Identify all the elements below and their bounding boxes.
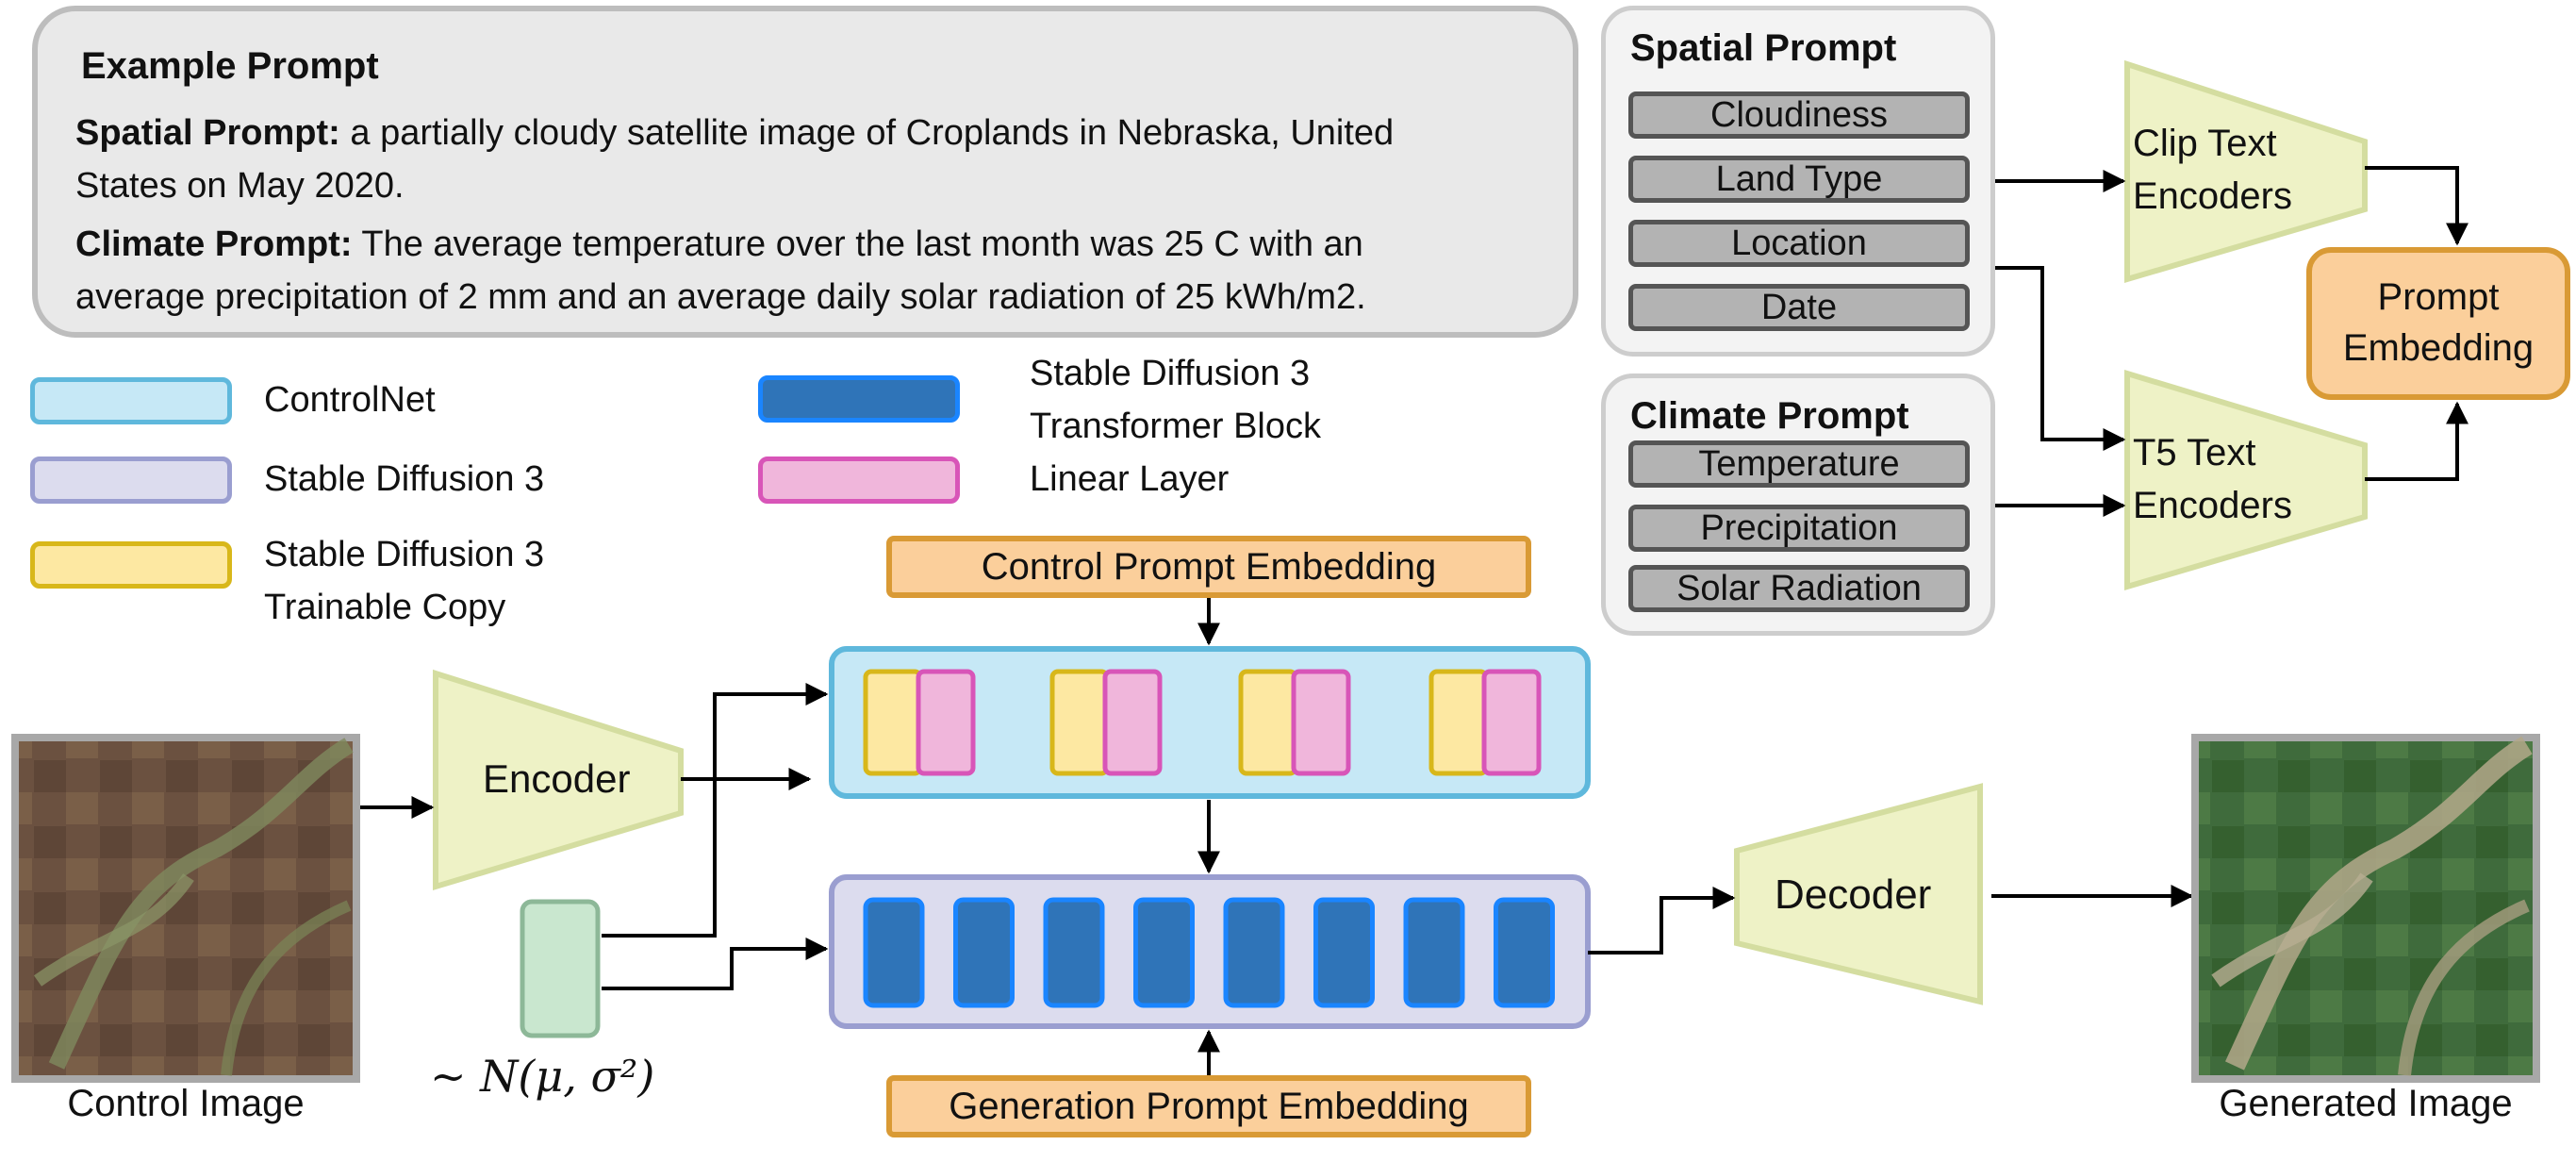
example-spatial-prompt: Spatial Prompt: a partially cloudy satel… <box>75 107 1535 212</box>
generation-prompt-embedding: Generation Prompt Embedding <box>886 1075 1531 1137</box>
arrow-t5-to-embedding <box>2365 401 2469 481</box>
arrow-location-to-t5 <box>1991 266 2126 451</box>
legend-linear-layer-swatch <box>758 456 960 504</box>
legend-sd3-label: Stable Diffusion 3 <box>264 459 545 499</box>
trainable-copy-block-3 <box>1238 669 1298 776</box>
transformer-block-6 <box>1313 897 1375 1008</box>
example-spatial-label: Spatial Prompt: <box>75 113 340 153</box>
trainable-copy-block-1 <box>863 669 923 776</box>
linear-layer-block-2 <box>1102 669 1163 776</box>
decoder-label: Decoder <box>1775 872 1932 918</box>
spatial-item-date: Date <box>1628 284 1970 331</box>
t5-text-encoder-shape <box>2124 369 2368 591</box>
control-prompt-embedding: Control Prompt Embedding <box>886 536 1531 598</box>
spatial-item-location: Location <box>1628 220 1970 267</box>
climate-item-precipitation: Precipitation <box>1628 505 1970 552</box>
transformer-block-2 <box>953 897 1015 1008</box>
arrow-clip-to-embedding <box>2365 166 2469 246</box>
linear-layer-block-3 <box>1291 669 1351 776</box>
linear-layer-block-1 <box>916 669 976 776</box>
transformer-block-8 <box>1494 897 1555 1008</box>
legend-transformer-block-swatch <box>758 375 960 423</box>
trainable-copy-block-2 <box>1049 669 1110 776</box>
noise-distribution-label: ~ N(μ, σ²) <box>430 1051 655 1102</box>
transformer-block-7 <box>1403 897 1465 1008</box>
noise-latent <box>520 899 601 1038</box>
controlnet-block <box>829 646 1591 799</box>
encoder-shape <box>433 669 684 891</box>
arrow-noise-to-sd3 <box>602 938 829 990</box>
spatial-prompt-group: Spatial Prompt Cloudiness Land Type Loca… <box>1601 6 1995 357</box>
example-climate-text-2: average precipitation of 2 mm and an ave… <box>75 277 1366 317</box>
arrow-sd3-to-decoder <box>1588 887 1736 954</box>
control-image <box>11 734 360 1083</box>
legend-sd3-trainable-copy-swatch <box>30 541 232 589</box>
legend-sd3-swatch <box>30 456 232 504</box>
legend-controlnet-swatch <box>30 377 232 424</box>
transformer-block-5 <box>1223 897 1285 1008</box>
decoder-shape <box>1734 783 1983 1005</box>
generated-image <box>2191 734 2540 1083</box>
example-climate-text-1: The average temperature over the last mo… <box>361 224 1363 264</box>
spatial-item-cloudiness: Cloudiness <box>1628 91 1970 139</box>
control-image-caption: Control Image <box>67 1083 305 1124</box>
legend-linear-layer-label: Linear Layer <box>1030 459 1230 499</box>
trainable-copy-block-4 <box>1428 669 1489 776</box>
clip-text-encoder-shape <box>2124 59 2368 284</box>
transformer-block-1 <box>863 897 925 1008</box>
spatial-prompt-title: Spatial Prompt <box>1630 27 1897 69</box>
climate-prompt-title: Climate Prompt <box>1630 395 1909 437</box>
transformer-block-3 <box>1043 897 1105 1008</box>
example-climate-label: Climate Prompt: <box>75 224 353 264</box>
arrow-noise-to-controlnet <box>602 683 829 938</box>
climate-prompt-group: Climate Prompt Temperature Precipitation… <box>1601 374 1995 636</box>
transformer-block-4 <box>1133 897 1195 1008</box>
climate-item-temperature: Temperature <box>1628 440 1970 488</box>
sd3-block <box>829 874 1591 1029</box>
linear-layer-block-4 <box>1481 669 1542 776</box>
generated-image-caption: Generated Image <box>2219 1083 2513 1124</box>
example-spatial-text-2: States on May 2020. <box>75 166 405 206</box>
example-prompt-title: Example Prompt <box>81 45 379 87</box>
example-climate-prompt: Climate Prompt: The average temperature … <box>75 218 1535 324</box>
example-prompt-box: Example Prompt Spatial Prompt: a partial… <box>32 6 1578 338</box>
climate-item-solar-radiation: Solar Radiation <box>1628 565 1970 612</box>
legend-controlnet-label: ControlNet <box>264 380 436 420</box>
encoder-label: Encoder <box>483 756 631 801</box>
spatial-item-land-type: Land Type <box>1628 156 1970 203</box>
example-spatial-text-1: a partially cloudy satellite image of Cr… <box>350 113 1395 153</box>
